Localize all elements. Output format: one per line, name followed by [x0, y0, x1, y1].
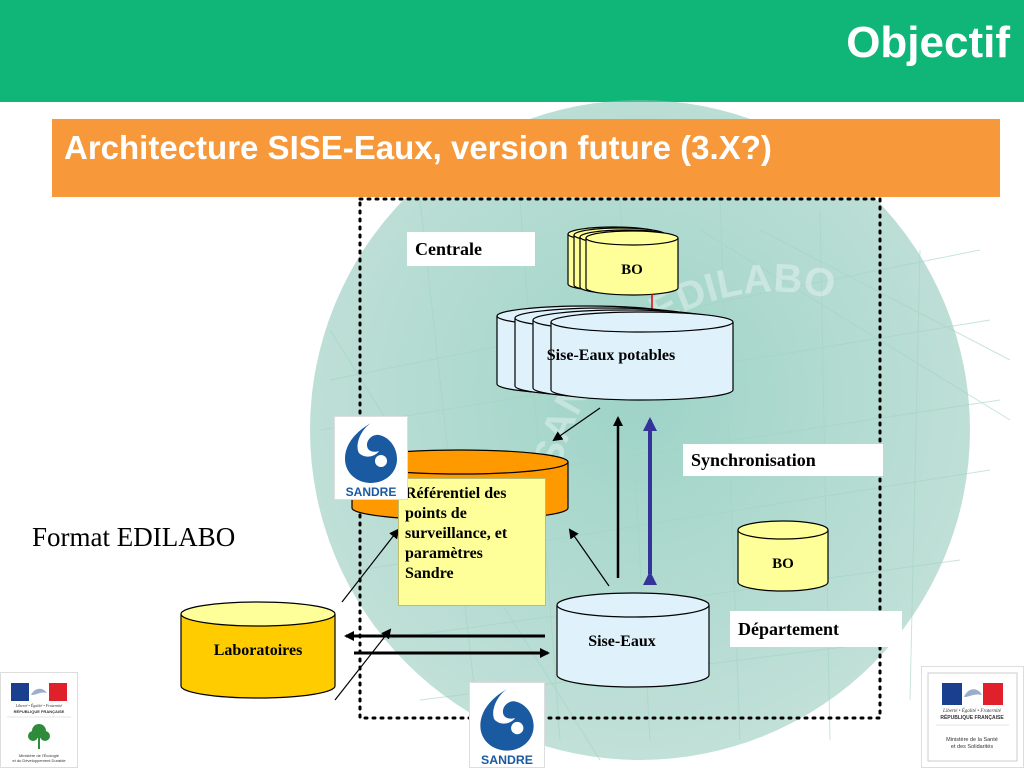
referentiel-box: Référentiel des points de surveillance, … [398, 478, 546, 606]
tree-icon [28, 724, 50, 749]
sise-eaux-label: Sise-Eaux [588, 633, 656, 650]
arrow-to-referentiel-bottom [568, 528, 610, 587]
centrale-label: Centrale [407, 232, 535, 266]
sandre-logo-bottom: SANDRE [469, 682, 545, 768]
svg-text:Liberté • Égalité • Fraternité: Liberté • Égalité • Fraternité [15, 703, 63, 708]
arrow-to-referentiel-top [552, 407, 601, 442]
header-band: Objectif [0, 0, 1024, 102]
bo-right-label: BO [772, 556, 794, 572]
format-edilabo-label: Format EDILABO [32, 522, 236, 552]
referentiel-line-3: surveillance, et [405, 525, 508, 542]
svg-text:et du Développement Durable: et du Développement Durable [12, 758, 66, 763]
bo-right-cylinder [737, 520, 829, 592]
edilabo-arrow-2 [334, 628, 392, 701]
referentiel-line-1: Référentiel des [405, 485, 507, 502]
sise-eaux-potables-label: Sise-Eaux potables [546, 347, 676, 364]
slide-title: Objectif [846, 18, 1010, 67]
sise-eaux-cylinder [556, 592, 710, 688]
sandre-drop-icon: SANDRE [345, 423, 397, 499]
svg-text:et des Solidarités: et des Solidarités [951, 744, 993, 750]
sise-eaux-potables-cylinder-stack [496, 305, 734, 401]
edilabo-arrow-1 [341, 528, 400, 603]
ministry-health-logo: Liberté • Égalité • Fraternité RÉPUBLIQU… [921, 666, 1024, 768]
bo-top-cylinder-stack [567, 226, 679, 296]
referentiel-line-5: Sandre [405, 565, 454, 582]
synchronisation-label: Synchronisation [683, 444, 883, 476]
subtitle-band: Architecture SISE-Eaux, version future (… [52, 119, 1000, 197]
svg-text:RÉPUBLIQUE FRANÇAISE: RÉPUBLIQUE FRANÇAISE [14, 709, 65, 714]
laboratoires-cylinder [180, 601, 336, 699]
svg-text:Liberté • Égalité • Fraternité: Liberté • Égalité • Fraternité [942, 708, 1002, 714]
svg-text:RÉPUBLIQUE FRANÇAISE: RÉPUBLIQUE FRANÇAISE [940, 713, 1004, 721]
sandre-drop-icon: SANDRE [480, 689, 534, 767]
laboratoires-label: Laboratoires [213, 642, 303, 659]
departement-label: Département [730, 611, 902, 647]
svg-text:Ministère de l'Écologie: Ministère de l'Écologie [19, 753, 60, 758]
slide-subtitle: Architecture SISE-Eaux, version future (… [64, 129, 772, 166]
sandre-logo-middle: SANDRE [334, 416, 408, 500]
ministry-ecology-logo: Liberté • Égalité • Fraternité RÉPUBLIQU… [0, 672, 78, 768]
svg-text:Ministère de la Santé: Ministère de la Santé [946, 737, 998, 743]
bo-top-label: BO [621, 262, 643, 278]
referentiel-line-2: points de [405, 505, 467, 522]
referentiel-line-4: paramètres [405, 545, 483, 562]
svg-text:SANDRE: SANDRE [346, 485, 397, 499]
svg-text:SANDRE: SANDRE [481, 753, 533, 767]
